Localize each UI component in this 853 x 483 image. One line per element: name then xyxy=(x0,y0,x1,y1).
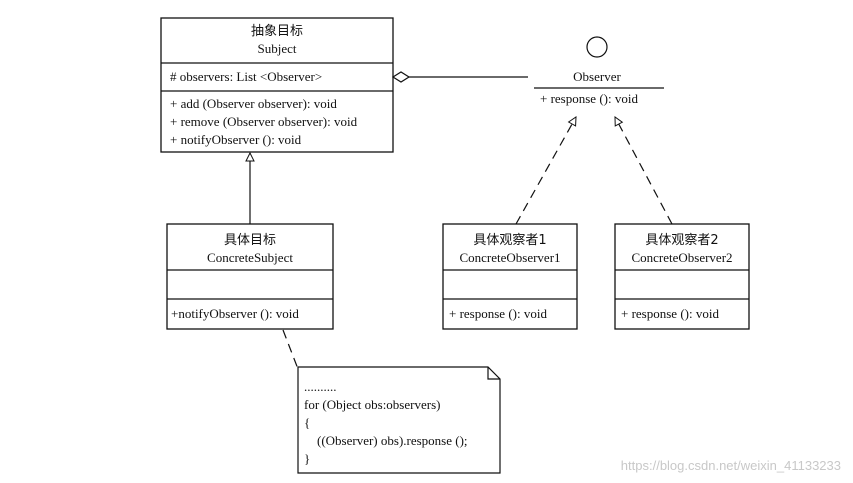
note-fold-icon xyxy=(487,367,500,380)
interface-circle-icon xyxy=(586,36,608,58)
subject-title-cn: 抽象目标 xyxy=(251,24,303,39)
observer-interface: Observer + response (): void xyxy=(534,36,664,106)
aggregation-diamond-icon xyxy=(391,71,411,83)
note-connector xyxy=(282,329,299,370)
subject-method-add: + add (Observer observer): void xyxy=(170,96,337,111)
concrete-observer2-class: 具体观察者2 ConcreteObserver2 + response (): … xyxy=(614,223,750,330)
code-note: .......... for (Object obs:observers) { … xyxy=(297,366,501,474)
concrete-subject-title-cn: 具体目标 xyxy=(224,233,276,248)
note-line-1: .......... xyxy=(304,379,337,394)
subject-class: 抽象目标 Subject # observers: List <Observer… xyxy=(160,17,394,153)
concrete-observer2-title-en: ConcreteObserver2 xyxy=(631,250,732,265)
concrete-observer1-class: 具体观察者1 ConcreteObserver1 + response (): … xyxy=(442,223,578,330)
subject-title-en: Subject xyxy=(258,41,297,56)
concrete-subject-class: 具体目标 ConcreteSubject +notifyObserver ():… xyxy=(166,223,334,330)
concrete-subject-title-en: ConcreteSubject xyxy=(207,250,293,265)
subject-method-remove: + remove (Observer observer): void xyxy=(170,114,358,129)
note-line-5: } xyxy=(304,451,310,466)
realization-arrow-observer1 xyxy=(515,117,576,225)
observer-method-response: + response (): void xyxy=(540,91,638,106)
note-line-2: for (Object obs:observers) xyxy=(304,397,440,412)
aggregation-association xyxy=(391,71,528,83)
concrete-subject-method-notify: +notifyObserver (): void xyxy=(171,306,299,321)
subject-method-notify: + notifyObserver (): void xyxy=(170,132,302,147)
observer-name: Observer xyxy=(573,69,621,84)
concrete-observer1-title-en: ConcreteObserver1 xyxy=(459,250,560,265)
concrete-observer1-method-response: + response (): void xyxy=(449,306,547,321)
subject-attribute: # observers: List <Observer> xyxy=(170,69,322,84)
note-line-3: { xyxy=(304,415,310,430)
realization-arrow-observer2 xyxy=(614,117,673,225)
concrete-observer2-title-cn: 具体观察者2 xyxy=(645,233,718,248)
concrete-observer2-method-response: + response (): void xyxy=(621,306,719,321)
watermark: https://blog.csdn.net/weixin_41133233 xyxy=(621,458,841,473)
concrete-observer1-title-cn: 具体观察者1 xyxy=(473,233,546,248)
note-line-4: ((Observer) obs).response (); xyxy=(304,433,468,448)
